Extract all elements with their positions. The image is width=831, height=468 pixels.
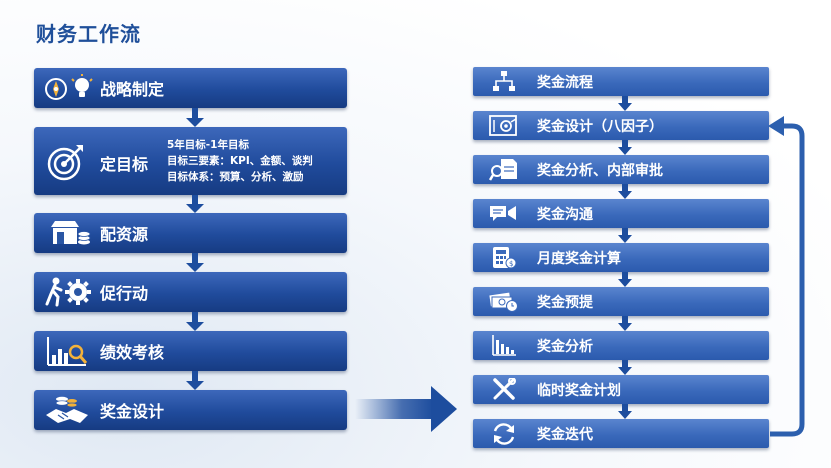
svg-text:$: $	[509, 260, 513, 268]
step-bonus-iteration[interactable]: 奖金迭代	[473, 419, 769, 448]
step-allocate-resources[interactable]: 配资源	[34, 213, 347, 253]
down-arrow-icon	[186, 195, 204, 213]
step-monthly-bonus-calculation[interactable]: $ 月度奖金计算	[473, 243, 769, 272]
step-set-goals[interactable]: 定目标 5年目标-1年目标 目标三要素：KPI、金额、谈判 目标体系：预算、分析…	[34, 127, 347, 195]
down-arrow-icon	[186, 312, 204, 331]
calculator-icon: $	[491, 246, 517, 270]
step-bonus-analysis-approval[interactable]: 奖金分析、内部审批	[473, 155, 769, 184]
step-label: 临时奖金计划	[537, 382, 621, 399]
step-label: 奖金迭代	[537, 426, 593, 443]
step-label: 促行动	[100, 284, 149, 303]
down-arrow-icon	[618, 360, 632, 375]
step-bonus-design-eight-factors[interactable]: 奖金设计（八因子）	[473, 111, 769, 140]
down-arrow-icon	[618, 316, 632, 331]
step-label: 配资源	[100, 225, 149, 244]
step-temporary-bonus-plan[interactable]: 临时奖金计划	[473, 375, 769, 404]
step-bonus-process[interactable]: 奖金流程	[473, 67, 769, 96]
detail-line: 5年目标-1年目标	[167, 139, 249, 151]
down-arrow-icon	[186, 253, 204, 272]
chart-magnifier-icon	[46, 335, 90, 367]
target-icon	[46, 142, 86, 182]
down-arrow-icon	[186, 108, 204, 127]
down-arrow-icon	[186, 371, 204, 390]
down-arrow-icon	[618, 96, 632, 111]
step-label: 绩效考核	[100, 343, 165, 362]
step-label: 战略制定	[100, 80, 165, 99]
detail-line: 目标体系：预算、分析、激励	[167, 171, 304, 183]
step-label: 奖金设计	[100, 402, 165, 421]
step-label: 奖金沟通	[537, 206, 593, 223]
step-drive-action[interactable]: 促行动	[34, 272, 347, 312]
step-bonus-design[interactable]: 奖金设计	[34, 390, 347, 430]
step-strategy[interactable]: 战略制定	[34, 68, 347, 108]
step-label: 奖金流程	[537, 74, 593, 91]
step-performance-review[interactable]: 绩效考核	[34, 331, 347, 371]
page-title: 财务工作流	[36, 22, 141, 46]
down-arrow-icon	[618, 140, 632, 155]
chat-megaphone-icon	[489, 202, 519, 225]
down-arrow-icon	[618, 228, 632, 243]
compass-lightbulb-icon	[42, 73, 98, 103]
loop-back-arrow-icon	[768, 116, 805, 437]
bar-chart-icon	[491, 334, 517, 357]
handshake-coins-icon	[44, 393, 94, 427]
step-label: 奖金分析	[537, 338, 593, 355]
step-bonus-accrual[interactable]: 奖金预提	[473, 287, 769, 316]
goal-details: 5年目标-1年目标 目标三要素：KPI、金额、谈判 目标体系：预算、分析、激励	[167, 137, 313, 185]
step-bonus-communication[interactable]: 奖金沟通	[473, 199, 769, 228]
down-arrow-icon	[618, 404, 632, 419]
document-magnifier-icon	[489, 158, 519, 182]
big-right-arrow-icon	[355, 386, 457, 432]
blueprint-icon	[489, 114, 519, 137]
step-label: 奖金分析、内部审批	[537, 162, 663, 179]
down-arrow-icon	[618, 184, 632, 199]
detail-line: 目标三要素：KPI、金额、谈判	[167, 155, 313, 167]
step-label: 奖金预提	[537, 294, 593, 311]
runner-gear-icon	[44, 276, 94, 308]
step-bonus-analysis[interactable]: 奖金分析	[473, 331, 769, 360]
store-coins-icon	[48, 218, 92, 248]
tools-icon	[491, 378, 517, 401]
flowchart-icon	[491, 70, 517, 93]
down-arrow-icon	[618, 272, 632, 287]
refresh-icon	[491, 422, 517, 446]
step-label: 奖金设计（八因子）	[537, 118, 663, 135]
money-clock-icon	[489, 290, 519, 313]
step-label: 月度奖金计算	[537, 250, 621, 267]
step-label: 定目标	[100, 155, 149, 174]
